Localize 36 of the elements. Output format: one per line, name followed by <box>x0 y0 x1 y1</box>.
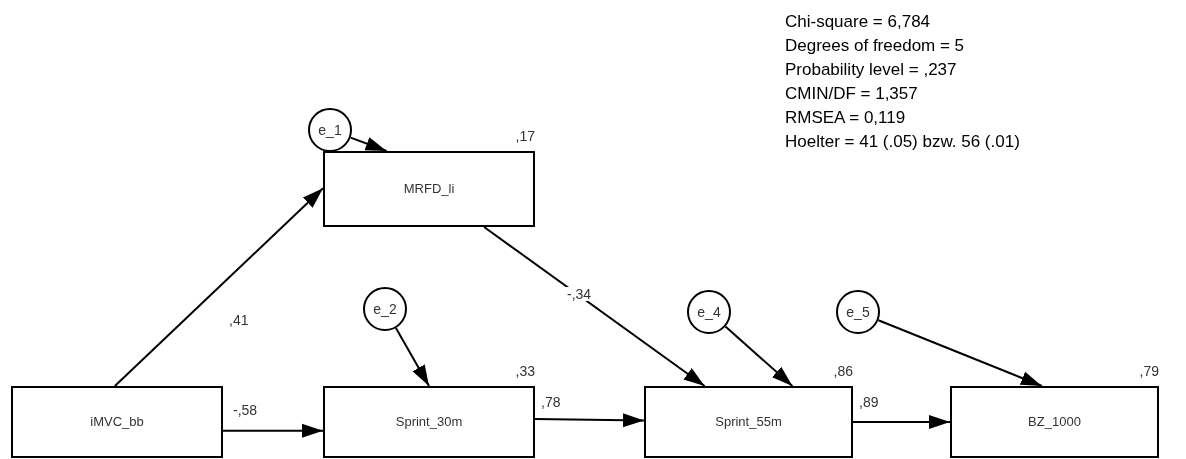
variable-name: e_2 <box>373 299 397 319</box>
path-coefficient: -,58 <box>232 403 259 417</box>
path-coefficient: ,41 <box>228 313 250 327</box>
variable-name: Sprint_30m <box>395 413 463 432</box>
arrow <box>852 415 951 429</box>
variable-name: e_1 <box>318 120 342 140</box>
fit-statistic: Hoelter = 41 (.05) bzw. 56 (.01) <box>785 131 1020 153</box>
path-coefficient: ,89 <box>858 395 880 409</box>
path-coefficient: ,78 <box>540 395 562 409</box>
path-coefficient: -,34 <box>566 287 593 301</box>
squared-multiple-correlation: ,17 <box>514 129 535 143</box>
variable-name: Sprint_55m <box>715 413 782 432</box>
variable-box <box>323 151 535 227</box>
variable-name: BZ_1000 <box>1028 413 1081 432</box>
squared-multiple-correlation: ,86 <box>832 364 853 378</box>
variable-box <box>11 386 223 458</box>
arrow <box>724 325 794 387</box>
fit-statistic: RMSEA = 0,119 <box>785 107 907 129</box>
arrow <box>113 187 324 387</box>
fit-statistic: Degrees of freedom = 5 <box>785 35 966 57</box>
fit-statistic: CMIN/DF = 1,357 <box>785 83 919 105</box>
fit-statistic: Chi-square = 6,784 <box>785 11 932 33</box>
variable-name: e_4 <box>697 302 721 322</box>
variable-name: MRFD_li <box>403 180 455 199</box>
squared-multiple-correlation: ,33 <box>514 364 535 378</box>
variable-box <box>950 386 1159 458</box>
variable-name: e_5 <box>846 302 870 322</box>
variable-box <box>323 386 535 458</box>
arrow <box>394 327 430 387</box>
variable-name: iMVC_bb <box>90 413 144 432</box>
arrow <box>483 226 706 387</box>
squared-multiple-correlation: ,79 <box>1138 364 1159 378</box>
fit-statistic: Probability level = ,237 <box>785 59 958 81</box>
arrow <box>222 423 324 438</box>
variable-box <box>644 386 853 458</box>
arrow <box>534 413 645 428</box>
